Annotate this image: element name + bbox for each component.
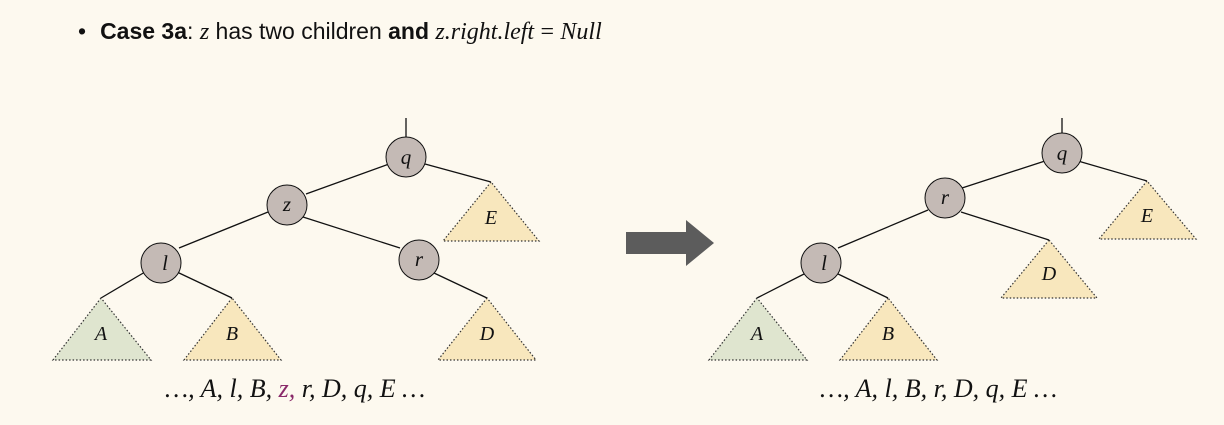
right-node-r (924, 177, 966, 219)
left-subtree-a (51, 297, 153, 361)
right-edge-q-e (1077, 160, 1148, 182)
colon: : (187, 18, 194, 44)
right-subtree-b (838, 297, 939, 361)
left-subtree-e-label: E (484, 207, 497, 229)
left-node-l-label: l (162, 251, 168, 275)
bullet: • (78, 18, 87, 44)
null-word: Null (560, 19, 602, 45)
left-edge-l-a (100, 271, 146, 299)
right-subtree-e-label: E (1140, 205, 1153, 227)
right-subtree-e (1097, 180, 1198, 240)
left-edge-z-r (302, 216, 401, 249)
left-node-z (266, 184, 308, 226)
left-seq-after: r, D, q, E … (301, 374, 426, 403)
left-subtree-e (441, 181, 541, 242)
left-subtree-b-label: B (226, 323, 238, 345)
condition-expr: z.right.left (435, 19, 535, 45)
case-label: Case 3a (100, 18, 188, 44)
right-subtree-b-label: B (882, 323, 894, 345)
right-node-l (800, 242, 842, 284)
right-edge-q-r (961, 160, 1046, 189)
right-subtree-d (999, 239, 1099, 299)
equals-sign: = (540, 19, 555, 45)
right-edge-r-l (837, 209, 929, 249)
case-heading: • Case 3a: z has two children and z.right… (78, 18, 602, 46)
left-seq-before: …, A, l, B, (165, 374, 273, 403)
right-edge-r-d (960, 211, 1050, 241)
var-z: z (199, 19, 210, 45)
left-node-r (398, 239, 440, 281)
left-edge-r-d (433, 272, 488, 299)
left-subtree-d (436, 297, 538, 361)
left-subtree-b (182, 297, 283, 361)
right-inorder-sequence: …, A, l, B, r, D, q, E … (820, 374, 1058, 403)
right-edge-l-a (756, 272, 807, 299)
right-subtree-a (707, 297, 809, 361)
left-node-r-label: r (415, 247, 424, 271)
right-node-l-label: l (821, 251, 827, 275)
left-tree: q z l r E A B D (51, 118, 541, 361)
right-edge-l-b (835, 272, 889, 299)
left-edge-l-b (176, 271, 233, 299)
and-word: and (388, 18, 430, 44)
left-edge-q-z (305, 163, 390, 195)
right-node-q (1041, 132, 1083, 174)
left-edge-z-l (178, 211, 269, 249)
left-seq-highlight-z: z, (278, 374, 296, 403)
left-node-z-label: z (282, 192, 291, 216)
left-inorder-sequence: …, A, l, B, z, r, D, q, E … (165, 374, 425, 404)
left-edge-q-e (424, 163, 492, 183)
left-subtree-a-label: A (93, 323, 108, 345)
heading-text: has two children (215, 18, 382, 44)
right-subtree-a-label: A (749, 323, 764, 345)
left-node-l (140, 242, 182, 284)
left-node-q (385, 136, 427, 178)
right-subtree-d-label: D (1041, 263, 1057, 285)
right-node-r-label: r (941, 185, 950, 209)
left-node-q-label: q (401, 145, 412, 169)
right-node-q-label: q (1057, 141, 1068, 165)
transform-arrow-icon (626, 220, 714, 266)
right-tree: q r l E D A B (707, 118, 1198, 361)
left-subtree-d-label: D (479, 323, 495, 345)
